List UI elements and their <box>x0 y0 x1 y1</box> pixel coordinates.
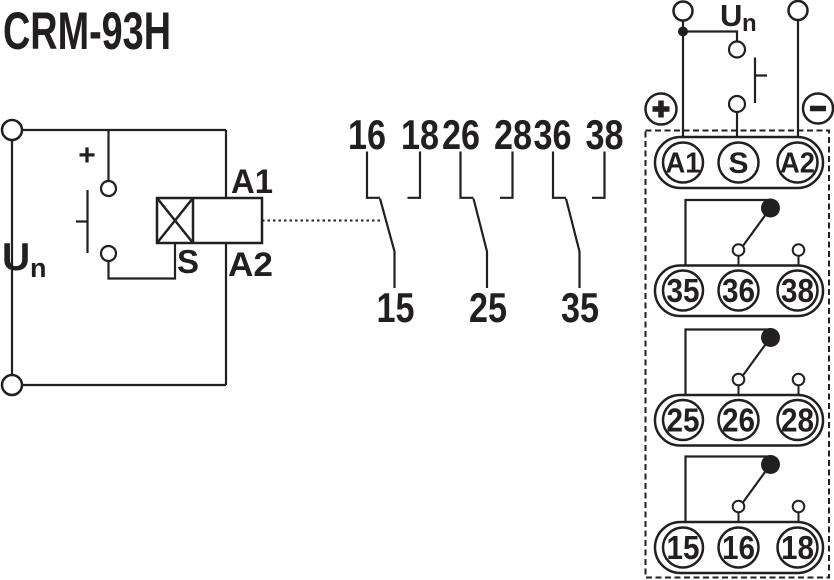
pushbutton-actuator-icon <box>76 190 89 253</box>
plus-icon <box>644 92 678 126</box>
minus-icon <box>801 92 834 125</box>
terminal-label-18: 18 <box>401 111 439 158</box>
supply-u-label: U <box>2 236 30 279</box>
moving-arm <box>741 463 772 504</box>
terminal-strip-coil <box>653 135 825 190</box>
contact-stems <box>737 512 800 522</box>
nc-contact-line <box>365 151 380 199</box>
control-circuit <box>0 118 381 397</box>
terminal-label-16: 16 <box>348 111 386 158</box>
panel-label-36: 36 <box>722 272 755 309</box>
panel-supply-wiring <box>672 0 809 140</box>
panel-border <box>644 129 830 579</box>
no-contact-line <box>500 151 514 199</box>
panel-label-s: S <box>728 147 748 180</box>
panel-contact-symbols <box>684 198 806 522</box>
pushbutton-contact-top <box>99 179 118 198</box>
terminal-label-25: 25 <box>469 284 507 331</box>
pushbutton-contact-bottom <box>99 244 118 263</box>
nc-contact-dot <box>731 499 746 514</box>
contact-pole-1 <box>365 151 422 288</box>
panel-supply-u-label: U <box>720 0 742 33</box>
terminal-strip-pole2 <box>653 393 825 447</box>
common-link-line <box>684 455 769 522</box>
page-title: CRM-93H <box>3 2 171 61</box>
relay-coil <box>155 196 264 245</box>
supply-voltage-label: U n <box>2 236 47 283</box>
terminal-strip-labels: A1 S A2 35 36 38 25 26 28 15 16 18 <box>666 147 816 566</box>
plus-label: + <box>78 139 96 172</box>
terminal-label-26: 26 <box>442 111 480 158</box>
terminal-label-36: 36 <box>534 111 572 158</box>
nc-contact-dot <box>731 243 746 257</box>
panel-supply-terminal-right <box>787 0 809 22</box>
panel-label-16: 16 <box>722 529 755 566</box>
supply-terminal-top <box>0 118 24 142</box>
common-link-line <box>684 198 769 266</box>
moving-contact-arm <box>564 198 581 288</box>
contact-pole-2 <box>459 151 514 288</box>
panel-label-a2: A2 <box>780 148 815 180</box>
coil-body <box>155 196 264 245</box>
terminal-label-35: 35 <box>561 284 599 331</box>
no-contact-line <box>407 151 422 199</box>
moving-contact-arm <box>378 198 396 288</box>
panel-label-25: 25 <box>667 402 700 439</box>
panel-label-38: 38 <box>781 272 814 309</box>
moving-contact-arm <box>472 198 489 288</box>
panel-label-18: 18 <box>781 529 814 566</box>
nc-contact-line <box>551 151 566 199</box>
panel-pushbutton-contact-bottom <box>727 94 747 114</box>
panel-pushbutton-contact-top <box>727 40 747 59</box>
terminal-panel: U n <box>644 0 834 579</box>
panel-changeover-2 <box>684 328 806 395</box>
moving-arm <box>741 336 772 377</box>
terminal-strips <box>653 135 825 575</box>
nc-contact-dot <box>731 372 746 387</box>
coil-x-box-icon <box>156 197 195 244</box>
panel-label-26: 26 <box>722 402 755 439</box>
common-link-line <box>684 328 769 395</box>
panel-changeover-1 <box>684 198 806 266</box>
panel-supply-terminal-left <box>672 0 694 22</box>
a2-label: A2 <box>228 246 273 284</box>
panel-label-15: 15 <box>667 529 700 566</box>
supply-terminal-bottom <box>0 373 24 397</box>
nc-contact-line <box>459 151 474 199</box>
supply-n-subscript: n <box>30 253 47 283</box>
terminal-label-38: 38 <box>586 111 624 158</box>
no-contact-dot <box>791 499 806 514</box>
contact-poles <box>365 151 606 288</box>
pole-terminal-labels: 16 18 15 26 28 25 36 38 35 <box>348 111 624 331</box>
terminal-strip-pole3 <box>653 264 825 318</box>
no-contact-dot <box>791 372 806 387</box>
start-pushbutton <box>76 179 118 263</box>
no-contact-dot <box>791 243 806 257</box>
no-contact-line <box>592 151 606 199</box>
s-wire <box>107 243 177 280</box>
panel-label-a1: A1 <box>666 148 701 180</box>
panel-supply-n-subscript: n <box>742 10 757 37</box>
a1-label: A1 <box>231 163 273 201</box>
contact-stems <box>737 385 800 395</box>
panel-supply-voltage-label: U n <box>720 0 757 37</box>
panel-pushbutton-actuator-icon <box>753 57 767 103</box>
s-label: S <box>177 243 199 280</box>
panel-changeover-3 <box>684 455 806 522</box>
moving-arm <box>741 207 772 248</box>
panel-button-branch <box>683 30 739 42</box>
panel-label-28: 28 <box>781 402 814 439</box>
panel-label-35: 35 <box>667 272 700 309</box>
terminal-label-15: 15 <box>377 284 415 331</box>
contact-stems <box>737 256 800 266</box>
contact-pole-3 <box>551 151 606 288</box>
terminal-label-28: 28 <box>494 111 532 158</box>
terminal-strip-pole1 <box>653 520 825 575</box>
